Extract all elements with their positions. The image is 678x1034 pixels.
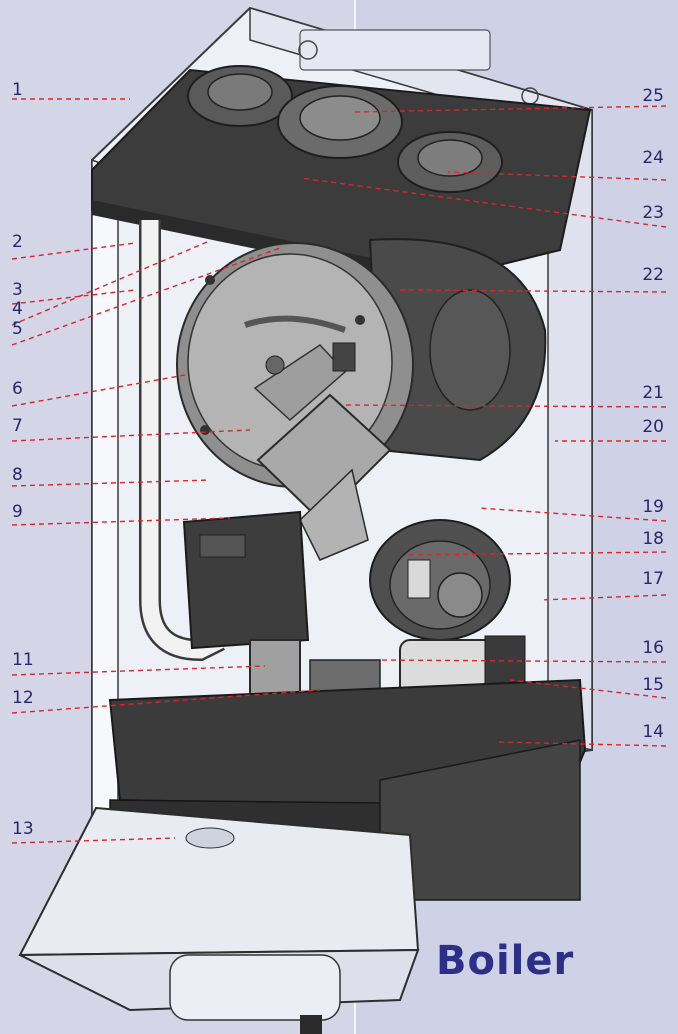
label-8: 8 xyxy=(12,465,23,485)
label-14: 14 xyxy=(642,722,664,742)
label-20: 20 xyxy=(642,417,664,437)
label-16: 16 xyxy=(642,638,664,658)
front-cover xyxy=(18,806,420,1034)
label-9: 9 xyxy=(12,502,23,522)
label-22: 22 xyxy=(642,265,664,285)
label-23: 23 xyxy=(642,203,664,223)
label-1: 1 xyxy=(12,80,23,100)
label-7: 7 xyxy=(12,416,23,436)
label-25: 25 xyxy=(642,86,664,106)
label-4: 4 xyxy=(12,299,23,319)
label-24: 24 xyxy=(642,148,664,168)
label-6: 6 xyxy=(12,379,23,399)
label-12: 12 xyxy=(12,688,34,708)
label-17: 17 xyxy=(642,569,664,589)
label-13: 13 xyxy=(12,819,34,839)
diagram-title: Boiler xyxy=(436,938,575,984)
label-21: 21 xyxy=(642,383,664,403)
label-15: 15 xyxy=(642,675,664,695)
label-19: 19 xyxy=(642,497,664,517)
label-11: 11 xyxy=(12,650,34,670)
fan-assembly xyxy=(369,519,511,641)
control-box xyxy=(182,510,310,650)
label-18: 18 xyxy=(642,529,664,549)
label-3: 3 xyxy=(12,280,23,300)
label-5: 5 xyxy=(12,319,23,339)
leader-lines xyxy=(11,98,667,844)
label-2: 2 xyxy=(12,232,23,252)
